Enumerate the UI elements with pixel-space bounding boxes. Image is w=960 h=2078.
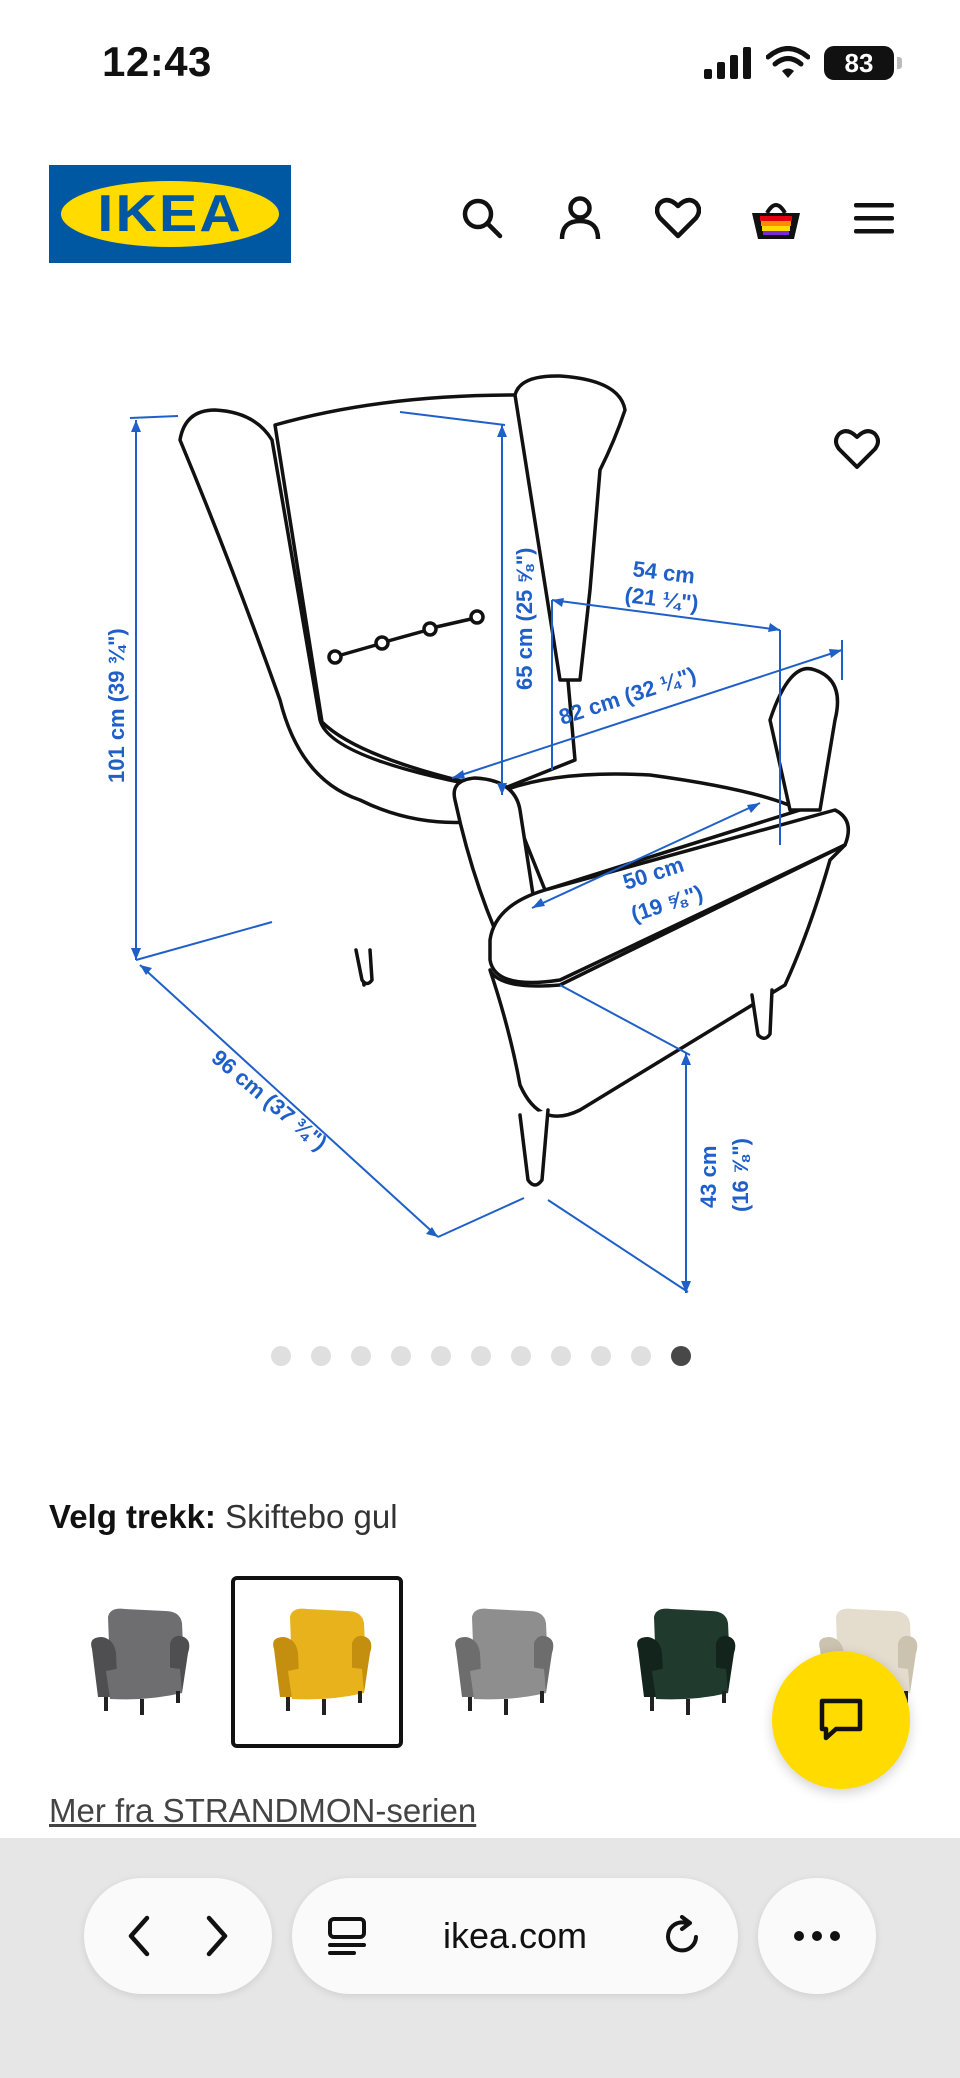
carousel-dot[interactable] (391, 1346, 411, 1366)
header-actions (454, 190, 902, 246)
variant-selected-value: Skiftebo gul (225, 1498, 398, 1535)
heart-icon (834, 429, 880, 469)
logo-text: IKEA (97, 185, 243, 243)
carousel-dots (0, 1346, 960, 1366)
product-dimension-image[interactable]: 101 cm (39 ¾") 65 cm (25 ⅝") 54 cm (21 ¼… (90, 360, 870, 1310)
chat-button[interactable] (772, 1651, 910, 1789)
label-depth: 96 cm (37 ¾") (207, 1045, 332, 1156)
status-icons: 83 (704, 46, 902, 80)
basket-button[interactable] (748, 190, 804, 246)
carousel-dot[interactable] (591, 1346, 611, 1366)
reload-icon (666, 1915, 698, 1953)
armchair-thumbnail-icon (455, 1608, 554, 1715)
account-icon (559, 196, 601, 240)
reload-button[interactable] (662, 1915, 704, 1957)
url-text: ikea.com (442, 1915, 588, 1956)
menu-button[interactable] (846, 190, 902, 246)
ikea-logo[interactable]: IKEA (49, 165, 291, 263)
basket-icon (752, 203, 800, 239)
chevron-left-icon (128, 1915, 150, 1957)
variant-swatch-yellow[interactable] (231, 1576, 403, 1748)
carousel-dot[interactable] (471, 1346, 491, 1366)
more-icon (794, 1931, 840, 1941)
battery-indicator: 83 (824, 46, 902, 80)
logo-oval: IKEA (61, 181, 279, 247)
carousel-dot[interactable] (351, 1346, 371, 1366)
variant-swatch-grey[interactable] (49, 1576, 221, 1748)
variant-swatch-dark-green[interactable] (595, 1576, 767, 1748)
carousel-dot[interactable] (431, 1346, 451, 1366)
carousel-dot[interactable] (511, 1346, 531, 1366)
site-header: IKEA (0, 160, 960, 270)
account-button[interactable] (552, 190, 608, 246)
carousel-dot[interactable] (671, 1346, 691, 1366)
carousel-dot[interactable] (271, 1346, 291, 1366)
label-seat-height: 43 cm (696, 1146, 721, 1208)
armchair-thumbnail-icon (273, 1608, 372, 1715)
forward-button[interactable] (201, 1914, 231, 1958)
dimension-lines (129, 411, 843, 1293)
search-button[interactable] (454, 190, 510, 246)
carousel-dot[interactable] (551, 1346, 571, 1366)
carousel-dot[interactable] (311, 1346, 331, 1366)
variant-swatch-grey-pattern[interactable] (413, 1576, 585, 1748)
variant-label-title: Velg trekk: (49, 1498, 216, 1535)
series-link[interactable]: Mer fra STRANDMON-serien (49, 1792, 477, 1829)
carousel-dot[interactable] (631, 1346, 651, 1366)
more-button[interactable] (758, 1878, 876, 1994)
label-back-height: 65 cm (25 ⅝") (512, 547, 537, 690)
variant-selector-label: Velg trekk: Skiftebo gul (49, 1498, 398, 1536)
battery-level: 83 (844, 47, 874, 78)
armchair-thumbnail-icon (637, 1608, 736, 1715)
heart-icon (655, 197, 701, 239)
reader-mode-button[interactable] (326, 1915, 368, 1957)
label-seat-height-in: (16 ⅞") (728, 1138, 753, 1212)
chevron-right-icon (206, 1915, 228, 1957)
navigation-controls (84, 1878, 272, 1994)
reader-icon (328, 1917, 366, 1955)
product-favourite-button[interactable] (834, 428, 890, 484)
dimension-arrows (131, 420, 842, 1293)
menu-icon (854, 203, 894, 234)
chair-drawing (178, 374, 851, 1187)
chat-icon (819, 1698, 863, 1741)
wifi-icon (766, 46, 810, 78)
label-total-height: 101 cm (39 ¾") (104, 628, 129, 783)
back-button[interactable] (125, 1914, 155, 1958)
armchair-thumbnail-icon (91, 1608, 190, 1715)
battery-tip (897, 57, 902, 69)
status-bar: 12:43 83 (0, 0, 960, 130)
favourites-button[interactable] (650, 190, 706, 246)
browser-toolbar: ikea.com (0, 1838, 960, 2078)
variant-swatches (49, 1576, 960, 1748)
search-icon (462, 198, 503, 239)
status-time: 12:43 (102, 38, 212, 85)
cellular-signal-icon (704, 47, 751, 79)
address-bar[interactable]: ikea.com (292, 1878, 738, 1994)
